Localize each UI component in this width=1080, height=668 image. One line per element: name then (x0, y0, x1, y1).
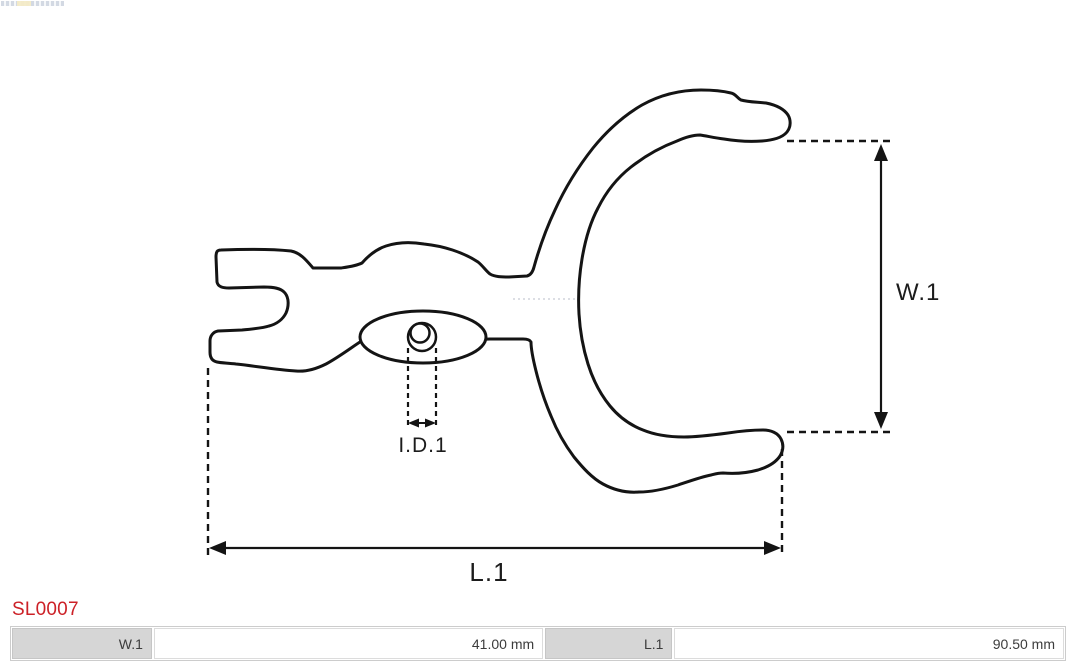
spec-label-l1: L.1 (643, 635, 664, 652)
l1-arrowhead-right-icon (764, 541, 781, 555)
spec-cell-value-w1: 41.00 mm (153, 628, 544, 659)
id1-arrowhead-right-icon (425, 418, 436, 428)
l1-label: L.1 (469, 557, 508, 587)
spec-label-w1: W.1 (118, 635, 143, 652)
spec-value-l1: 90.50 mm (992, 635, 1055, 652)
id1-label: I.D.1 (398, 434, 447, 457)
dim-w1: W.1 (787, 139, 940, 434)
spec-value-w1: 41.00 mm (471, 635, 535, 652)
pivot-hole-inner (409, 322, 431, 344)
spec-cell-label-w1: W.1 (12, 628, 152, 659)
w1-label: W.1 (896, 279, 940, 306)
part-code: SL0007 (12, 599, 79, 620)
dim-id1: I.D.1 (398, 348, 447, 457)
w1-arrowhead-up-icon (874, 144, 888, 161)
l1-arrowhead-left-icon (209, 541, 226, 555)
id1-arrowhead-left-icon (408, 418, 419, 428)
dim-l1: L.1 (206, 368, 784, 587)
brand-logo-strip-icon (1, 1, 64, 6)
part-outline (208, 88, 792, 494)
part-drawing: W.1 L.1 I.D.1 (206, 88, 940, 587)
spec-table: W.1 41.00 mm L.1 90.50 mm (10, 626, 1066, 661)
spec-cell-label-l1: L.1 (545, 628, 673, 659)
w1-arrowhead-down-icon (874, 412, 888, 429)
spec-cell-value-l1: 90.50 mm (674, 628, 1064, 659)
